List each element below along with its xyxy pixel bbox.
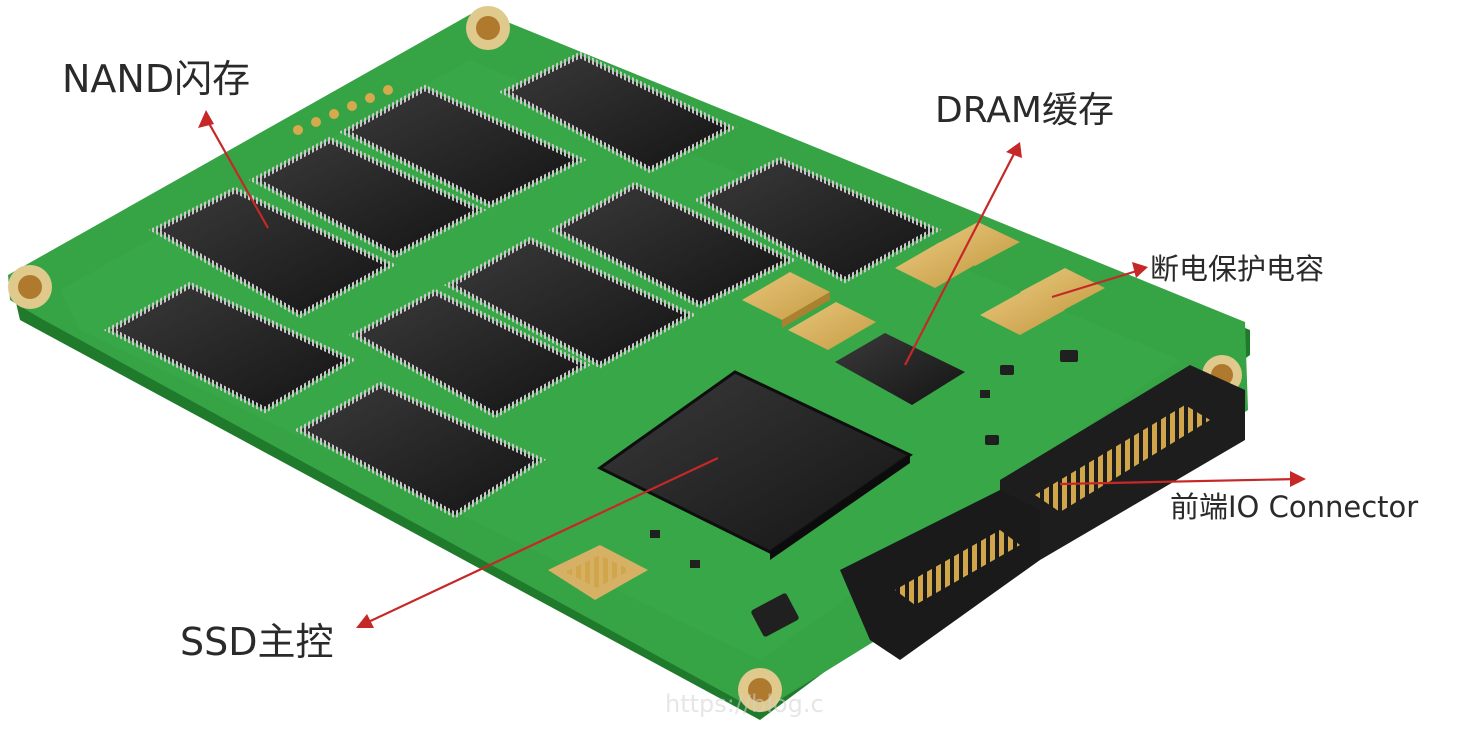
io-connector-label: 前端IO Connector bbox=[1170, 490, 1419, 524]
watermark-text: https://blog.c bbox=[665, 690, 824, 718]
controller-arrow bbox=[363, 457, 719, 625]
ssd-controller-chip bbox=[597, 370, 913, 560]
power-loss-capacitor-label: 断电保护电容 bbox=[1150, 252, 1325, 286]
capacitor-arrow bbox=[1051, 268, 1141, 299]
gold-pad-cluster bbox=[548, 545, 648, 600]
dram-arrowhead bbox=[1006, 142, 1022, 158]
nand-arrow bbox=[205, 117, 269, 229]
test-pads bbox=[293, 85, 393, 135]
nand-flash-label: NAND闪存 bbox=[62, 57, 251, 101]
capacitors bbox=[742, 222, 1105, 350]
nand-flash-chips bbox=[103, 51, 942, 519]
io-arrow bbox=[1059, 477, 1299, 486]
dram-arrow bbox=[904, 149, 1017, 366]
sata-connector bbox=[840, 365, 1245, 660]
dram-chip bbox=[835, 333, 965, 405]
io-arrowhead bbox=[1290, 471, 1306, 487]
controller-arrowhead bbox=[356, 614, 374, 628]
dram-cache-label: DRAM缓存 bbox=[935, 90, 1114, 131]
ssd-controller-label: SSD主控 bbox=[180, 620, 334, 664]
smd-components bbox=[650, 350, 1078, 637]
capacitor-arrowhead bbox=[1132, 262, 1148, 278]
annotation-arrows bbox=[198, 110, 1306, 628]
nand-arrowhead bbox=[198, 110, 214, 128]
